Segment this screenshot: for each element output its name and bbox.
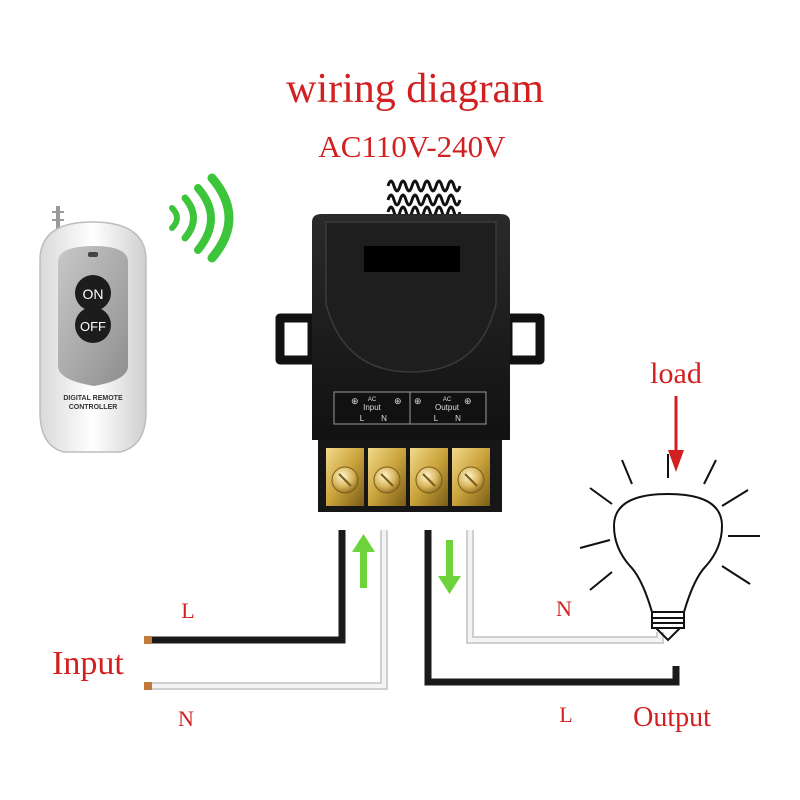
receiver-input-ac: AC (368, 397, 377, 403)
input-arrow-icon (352, 534, 375, 588)
receiver-output-label: Output (435, 403, 460, 412)
wireless-signal-icon (169, 173, 234, 263)
load-arrow-icon (668, 396, 684, 472)
svg-text:⊕: ⊕ (394, 396, 402, 406)
svg-text:⊕: ⊕ (414, 396, 422, 406)
remote-brand-line2: CONTROLLER (69, 404, 118, 411)
receiver-output-l: L (434, 414, 439, 423)
input-n-label: N (178, 706, 194, 731)
input-wires (144, 530, 388, 690)
receiver-relay: ⊕ ⊕ ⊕ ⊕ AC Input AC Output L N L N (275, 214, 545, 512)
receiver-output-n: N (455, 414, 461, 423)
input-l-label: L (181, 598, 194, 623)
load-label: load (650, 357, 702, 390)
output-arrow-icon (438, 540, 461, 594)
output-l-label: L (559, 702, 572, 727)
receiver-output-ac: AC (443, 397, 452, 403)
svg-text:⊕: ⊕ (464, 396, 472, 406)
on-button-label: ON (83, 286, 104, 302)
off-button-label: OFF (80, 319, 106, 334)
output-wires (424, 530, 680, 686)
diagram-title: wiring diagram (286, 66, 544, 112)
receiver-input-label: Input (363, 403, 382, 412)
svg-text:⊕: ⊕ (351, 396, 359, 406)
on-button[interactable] (75, 275, 111, 311)
receiver-input-l: L (360, 414, 365, 423)
receiver-antenna-icon (386, 179, 462, 219)
output-label: Output (633, 702, 711, 733)
remote-control: ON OFF DIGITAL REMOTE CONTROLLER (39, 206, 147, 453)
output-n-label: N (556, 596, 572, 621)
receiver-input-n: N (381, 414, 387, 423)
light-bulb-icon (579, 454, 760, 642)
input-label: Input (52, 645, 124, 682)
voltage-label: AC110V-240V (318, 129, 506, 164)
remote-brand-line1: DIGITAL REMOTE (63, 395, 123, 402)
off-button[interactable] (75, 307, 111, 343)
